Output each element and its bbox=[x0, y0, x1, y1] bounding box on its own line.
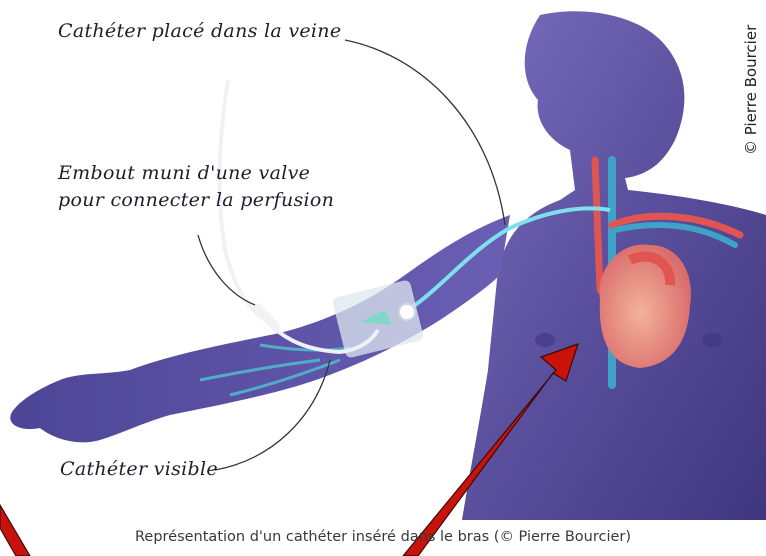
catheter-dressing bbox=[332, 279, 425, 359]
label-valve-line2: pour connecter la perfusion bbox=[58, 187, 334, 214]
label-valve: Embout muni d'une valve pour connecter l… bbox=[58, 160, 334, 214]
caption: Représentation d'un cathéter inséré dans… bbox=[0, 529, 766, 545]
credit-text: © Pierre Bourcier bbox=[742, 25, 760, 155]
label-visible-catheter: Cathéter visible bbox=[60, 458, 218, 480]
label-catheter-in-vein: Cathéter placé dans la veine bbox=[58, 20, 341, 42]
label-valve-line1: Embout muni d'une valve bbox=[58, 160, 334, 187]
valve-connector bbox=[258, 308, 275, 326]
